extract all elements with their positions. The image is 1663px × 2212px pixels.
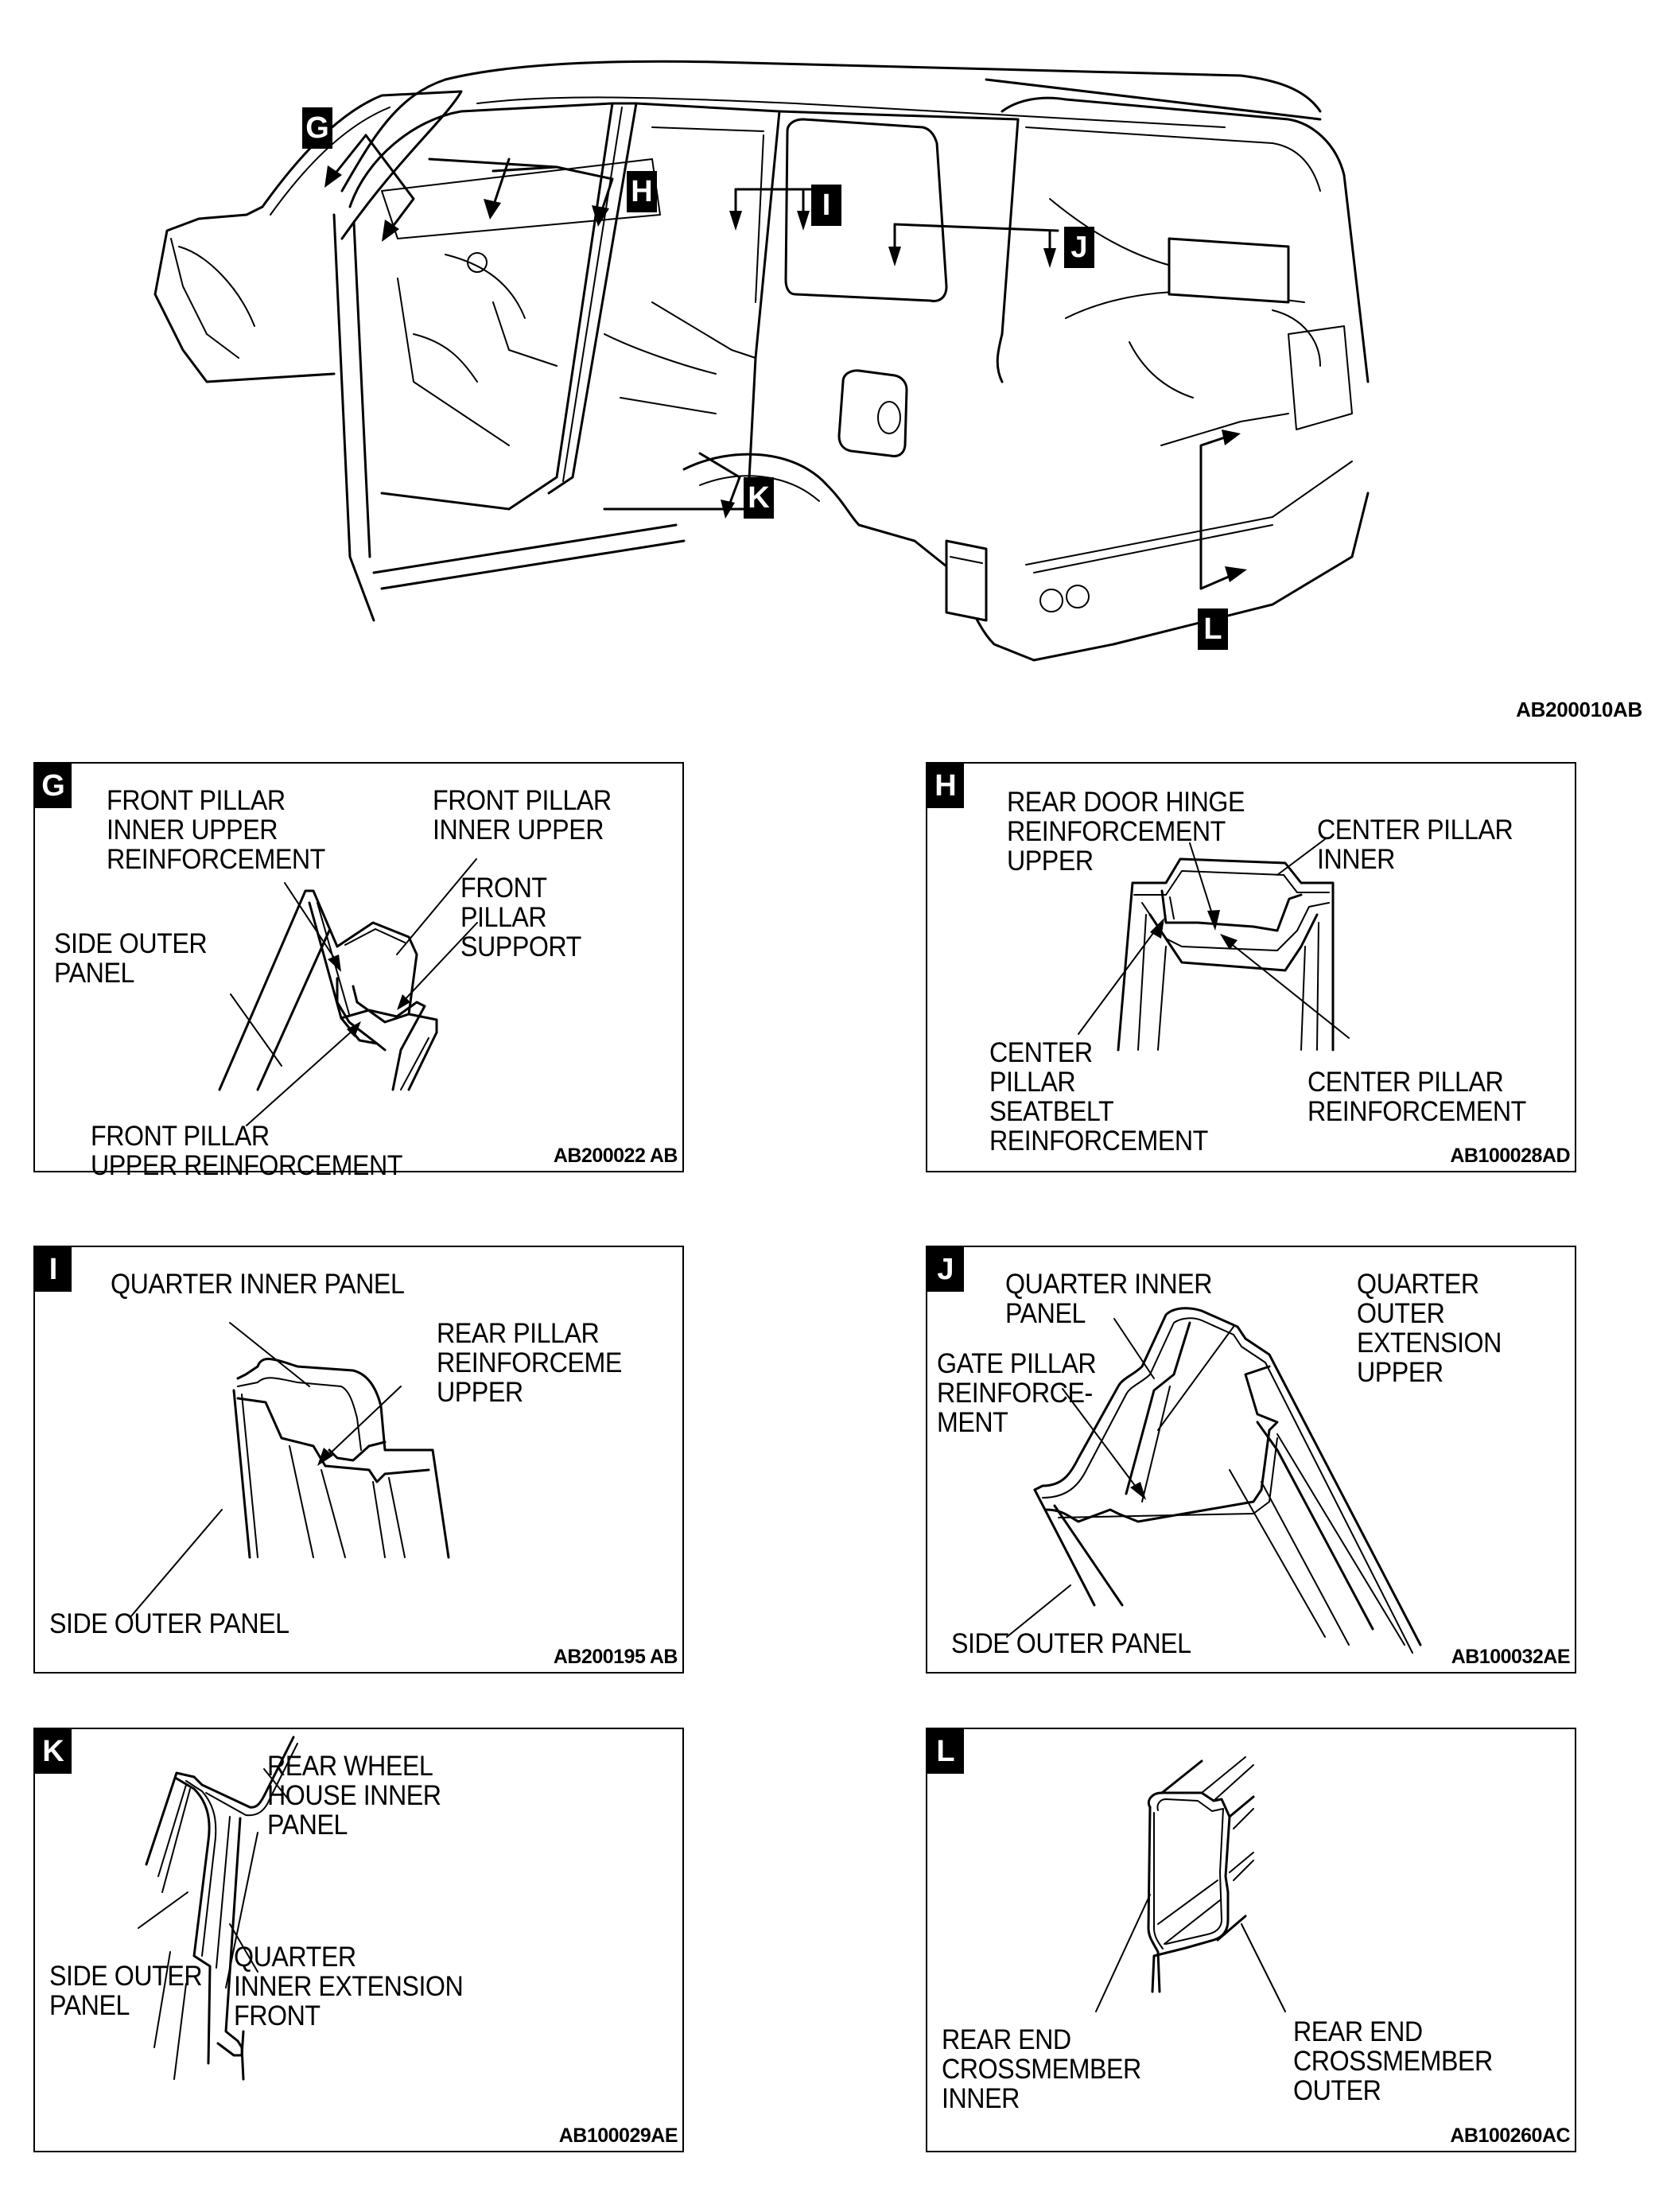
- figure-code-k: AB100029AE: [558, 2125, 678, 2147]
- figure-code-i: AB200195 AB: [553, 1646, 678, 1668]
- figure-code-h: AB100028AD: [1450, 1145, 1570, 1167]
- label-front-pillar-upper-reinforcement: FRONT PILLAR UPPER REINFORCEMENT: [91, 1121, 403, 1181]
- detail-panel-l: L REAR END CROSSMEMBER INNER REAR END CR…: [926, 1728, 1576, 2152]
- panel-tag-i: I: [35, 1247, 72, 1292]
- callout-tag-i: I: [811, 185, 841, 226]
- panel-tag-j: J: [927, 1247, 964, 1292]
- label-rear-end-crossmember-outer: REAR END CROSSMEMBER OUTER: [1293, 2016, 1493, 2106]
- label-rear-wheel-house-inner-panel: REAR WHEEL HOUSE INNER PANEL: [267, 1751, 441, 1841]
- label-rear-door-hinge-reinforcement-upper: REAR DOOR HINGE REINFORCEMENT UPPER: [1007, 787, 1245, 877]
- label-center-pillar-seatbelt-reinforcement: CENTER PILLAR SEATBELT REINFORCEMENT: [989, 1037, 1208, 1157]
- gate-pillar-section-drawing: [1006, 1307, 1422, 1654]
- label-quarter-inner-panel: QUARTER INNER PANEL: [111, 1269, 405, 1300]
- label-center-pillar-reinforcement: CENTER PILLAR REINFORCEMENT: [1307, 1067, 1526, 1127]
- center-pillar-section-drawing: [1078, 838, 1350, 1052]
- label-side-outer-panel: SIDE OUTER PANEL: [951, 1628, 1191, 1659]
- detail-panel-i: I QUARTER INNER PANEL REAR PILLAR REINFO…: [33, 1246, 684, 1674]
- label-center-pillar-inner: CENTER PILLAR INNER: [1317, 814, 1513, 875]
- label-rear-pillar-reinforcement-upper: REAR PILLAR REINFORCEME UPPER: [437, 1318, 622, 1408]
- callout-tag-k: K: [744, 477, 774, 519]
- label-side-outer-panel: SIDE OUTER PANEL: [54, 928, 208, 989]
- figure-code-j: AB100032AE: [1451, 1646, 1571, 1668]
- detail-panel-g: G FRONT PILLAR INNER UPPER REINFORCEMENT…: [33, 762, 684, 1180]
- panel-tag-g: G: [35, 764, 72, 808]
- vehicle-body-drawing: [153, 60, 1370, 662]
- label-quarter-outer-extension-upper: QUARTER OUTER EXTENSION UPPER: [1357, 1269, 1502, 1388]
- label-front-pillar-inner-upper-reinforcement: FRONT PILLAR INNER UPPER REINFORCEMENT: [107, 785, 325, 875]
- panel-tag-h: H: [927, 764, 964, 808]
- quarter-inner-extension-section-drawing: [138, 1736, 298, 2081]
- front-pillar-section-drawing: [218, 858, 478, 1126]
- label-rear-end-crossmember-inner: REAR END CROSSMEMBER INNER: [942, 2024, 1141, 2114]
- label-gate-pillar-reinforcement: GATE PILLAR REINFORCE- MENT: [937, 1348, 1097, 1438]
- detail-panel-h: H REAR DOOR HINGE REINFORCEMENT UPPER CE…: [926, 762, 1576, 1172]
- label-side-outer-panel: SIDE OUTER PANEL: [49, 1608, 289, 1639]
- rear-pillar-section-drawing: [130, 1322, 450, 1618]
- label-side-outer-panel: SIDE OUTER PANEL: [49, 1961, 203, 2021]
- callout-tag-g: G: [302, 107, 332, 149]
- panel-tag-k: K: [35, 1729, 72, 1774]
- panel-tag-l: L: [927, 1729, 964, 1774]
- figure-code-g: AB200022 AB: [553, 1145, 678, 1167]
- rear-end-crossmember-section-drawing: [1095, 1756, 1286, 2012]
- callout-tag-l: L: [1198, 608, 1228, 650]
- figure-code-l: AB100260AC: [1450, 2125, 1570, 2147]
- detail-panel-j: J QUARTER INNER PANEL QUARTER OUTER EXTE…: [926, 1246, 1576, 1674]
- label-quarter-inner-panel: QUARTER INNER PANEL: [1005, 1269, 1213, 1329]
- main-figure-code: AB200010AB: [1516, 698, 1642, 721]
- label-front-pillar-inner-upper: FRONT PILLAR INNER UPPER: [433, 785, 612, 846]
- callout-tag-j: J: [1064, 227, 1094, 268]
- detail-panel-k: K REAR WHEEL HOUSE INNER PANEL SIDE OUTE…: [33, 1728, 684, 2152]
- label-quarter-inner-extension-front: QUARTER INNER EXTENSION FRONT: [234, 1942, 464, 2031]
- vehicle-body-illustration: G H I J K L AB200010AB: [0, 0, 1663, 721]
- callout-tag-h: H: [627, 171, 657, 212]
- label-front-pillar-support: FRONT PILLAR SUPPORT: [460, 873, 581, 962]
